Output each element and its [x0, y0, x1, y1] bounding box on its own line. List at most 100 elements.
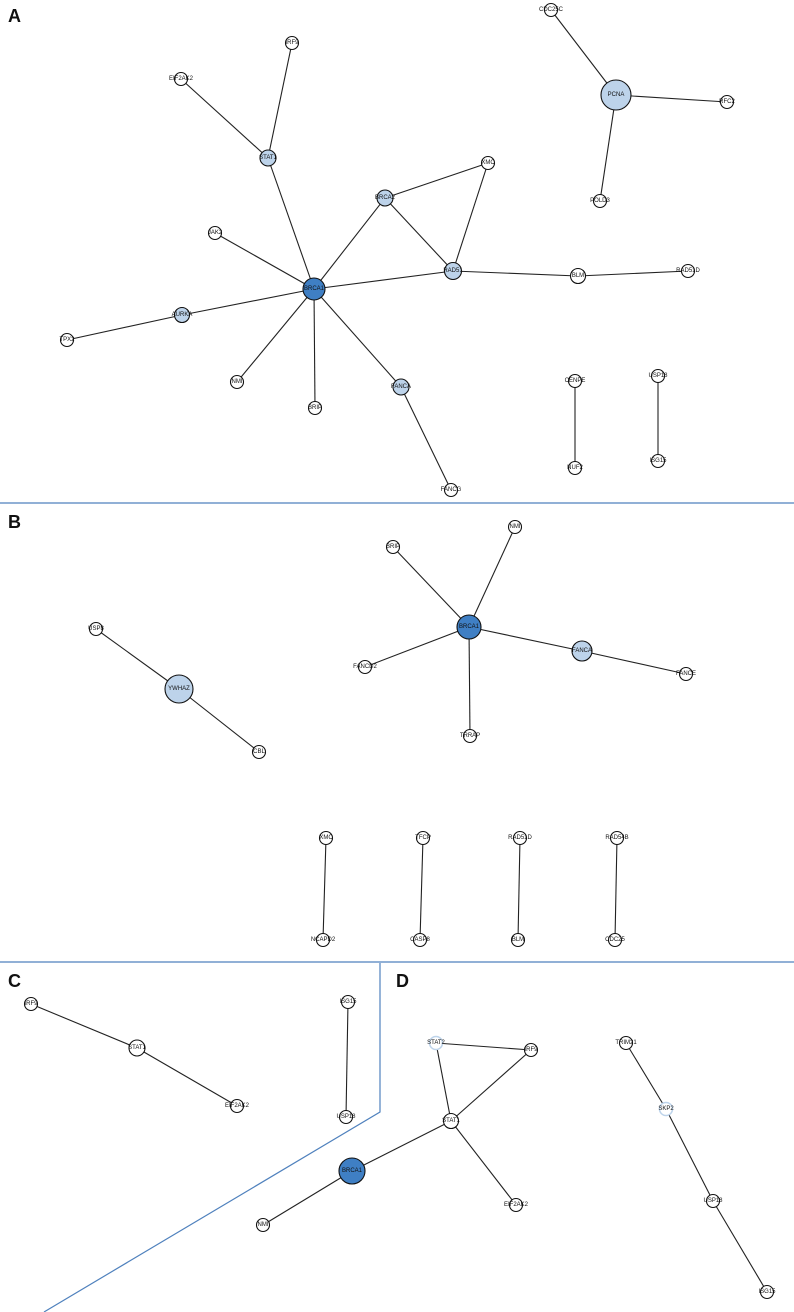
node-circle: [705, 1193, 721, 1209]
node-ncapd2[interactable]: NCAPD2: [311, 932, 336, 948]
node-rfc2[interactable]: RFC2: [719, 94, 735, 110]
node-cbl[interactable]: CBL: [251, 744, 267, 760]
node-label: BRIP: [308, 405, 322, 411]
node-eif2ak2[interactable]: EIF2AK2: [169, 71, 194, 87]
panel-divider-line: [43, 963, 381, 1312]
node-label: ISG15: [649, 458, 667, 464]
node-fanca[interactable]: FANCA: [391, 378, 411, 396]
edge-brca1-rad51: [313, 270, 454, 290]
node-tfcp[interactable]: TFCP: [415, 830, 431, 846]
node-fancg[interactable]: FANCG: [441, 482, 462, 498]
node-usp8[interactable]: USP8: [88, 621, 104, 637]
node-circle: [600, 79, 632, 111]
node-usp18[interactable]: USP18: [336, 1109, 356, 1125]
node-pcna[interactable]: PCNA: [600, 79, 632, 111]
edge-stat1-brca1: [351, 1120, 452, 1172]
node-circle: [173, 306, 191, 324]
node-circle: [569, 267, 587, 285]
node-brip[interactable]: BRIP: [307, 400, 323, 416]
node-circle: [307, 400, 323, 416]
edge-brca1-nmi: [236, 288, 315, 383]
panel-d: DSTAT2IRF9STAT1BRCA1NMIEIF2AK2TRIM21SKP2…: [255, 971, 776, 1300]
edge-tfcp-casp8: [419, 837, 424, 941]
node-fancd2[interactable]: FANCD2: [353, 659, 377, 675]
node-cenpe[interactable]: CENPE: [565, 373, 586, 389]
node-circle: [719, 94, 735, 110]
node-label: EIF2AK2: [225, 1103, 250, 1109]
node-label: USP18: [336, 1114, 356, 1120]
node-circle: [315, 932, 331, 948]
node-circle: [385, 539, 401, 555]
node-eif2ak2[interactable]: EIF2AK2: [504, 1197, 529, 1213]
node-isg15[interactable]: ISG15: [758, 1284, 776, 1300]
edges: [262, 1042, 768, 1293]
node-label: NCAPD2: [311, 937, 336, 943]
node-xmc[interactable]: XMC: [480, 155, 495, 171]
node-skp2[interactable]: SKP2: [658, 1101, 674, 1117]
edge-pcna-pold3: [599, 94, 617, 202]
node-isg15[interactable]: ISG15: [339, 994, 357, 1010]
node-stat1[interactable]: STAT1: [259, 149, 278, 167]
node-ywhaz[interactable]: YWHAZ: [164, 674, 194, 704]
node-rad54b[interactable]: RAD54B: [605, 830, 629, 846]
node-cdc25[interactable]: CDC25: [605, 932, 625, 948]
node-brip[interactable]: BRIP: [385, 539, 401, 555]
node-stat2[interactable]: STAT2: [427, 1035, 446, 1051]
node-irf9[interactable]: IRF9: [523, 1042, 538, 1058]
node-jak2[interactable]: JAK2: [208, 225, 223, 241]
node-label: POLD3: [590, 198, 610, 204]
node-stat1[interactable]: STAT1: [442, 1112, 461, 1130]
node-nmi[interactable]: NMI: [229, 374, 245, 390]
node-tpx2[interactable]: TPX2: [59, 332, 75, 348]
edge-brca1-trrap: [468, 626, 471, 737]
node-cdc25c[interactable]: CDC25C: [539, 2, 564, 18]
edge-irf9-stat1: [450, 1049, 532, 1122]
node-brca1[interactable]: BRCA1: [302, 277, 326, 301]
node-isg15[interactable]: ISG15: [649, 453, 667, 469]
node-eif2ak2[interactable]: EIF2AK2: [225, 1098, 250, 1114]
node-circle: [173, 71, 189, 87]
node-irf9[interactable]: IRF9: [23, 996, 38, 1012]
node-aurka[interactable]: AURKA: [172, 306, 193, 324]
node-circle: [376, 189, 394, 207]
node-nuf2[interactable]: NUF2: [567, 460, 583, 476]
edges: [95, 526, 687, 941]
node-rad51[interactable]: RAD51: [443, 261, 463, 281]
node-label: RAD54B: [605, 835, 628, 841]
node-casp8[interactable]: CASP8: [410, 932, 430, 948]
node-circle: [680, 263, 696, 279]
node-trrap[interactable]: TRRAP: [460, 728, 480, 744]
node-circle: [650, 368, 666, 384]
nodes: BRCA1 BRIP NMI FANCD2 FANCA FANCE TRRAP YWHAZ US…: [88, 519, 696, 948]
panel-letter: A: [8, 6, 21, 26]
node-circle: [543, 2, 559, 18]
edge-irf9-stat1: [30, 1003, 138, 1049]
node-xmc[interactable]: XMC: [318, 830, 333, 846]
node-label: CDC25C: [539, 7, 564, 13]
node-nmi[interactable]: NMI: [507, 519, 523, 535]
edge-stat1-eif2ak2: [180, 78, 269, 159]
node-label: RAD51D: [508, 835, 532, 841]
node-usp18[interactable]: USP18: [648, 368, 668, 384]
node-circle: [609, 830, 625, 846]
node-irf9[interactable]: IRF9: [284, 35, 299, 51]
node-fance[interactable]: FANCE: [676, 666, 696, 682]
node-blm[interactable]: BLM: [569, 267, 587, 285]
edge-brca1-nmi: [262, 1170, 353, 1226]
node-fanca[interactable]: FANCA: [571, 640, 593, 662]
node-usp18[interactable]: USP18: [703, 1193, 723, 1209]
node-trim21[interactable]: TRIM21: [615, 1035, 637, 1051]
node-nmi[interactable]: NMI: [255, 1217, 271, 1233]
node-label: XMC: [319, 835, 333, 841]
node-brca2[interactable]: BRCA2: [375, 189, 396, 207]
node-brca1[interactable]: BRCA1: [456, 614, 482, 640]
node-circle: [567, 373, 583, 389]
node-pold3[interactable]: POLD3: [590, 193, 610, 209]
node-rad51d[interactable]: RAD51D: [676, 263, 700, 279]
node-stat1[interactable]: STAT1: [128, 1039, 147, 1057]
node-label: BRCA1: [342, 1168, 363, 1174]
node-brca1[interactable]: BRCA1: [338, 1157, 366, 1185]
node-blm[interactable]: BLM: [510, 932, 526, 948]
node-rad51d[interactable]: RAD51D: [508, 830, 532, 846]
